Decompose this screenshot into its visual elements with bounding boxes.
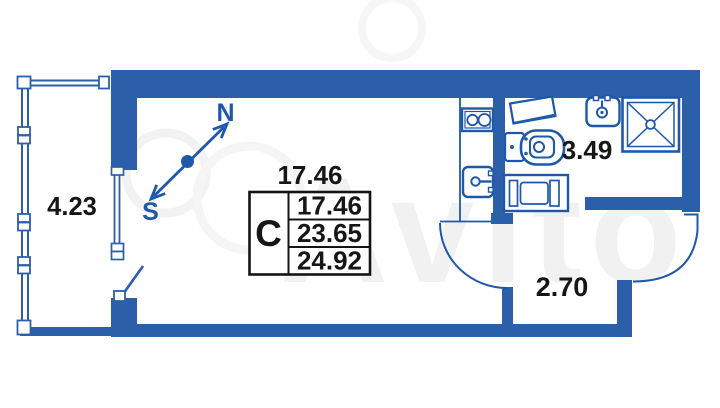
glazing-mullion (17, 134, 31, 145)
area-table-border (248, 190, 372, 276)
wall-right (682, 70, 700, 212)
kitchen (440, 98, 495, 223)
window-joint (110, 166, 125, 176)
balcony-window-and-door (110, 166, 145, 302)
total-area-cell: 23.65 (297, 218, 362, 248)
room-labels: 4.23 17.46 3.49 2.70 (47, 135, 612, 302)
room-type-cell: С (255, 213, 282, 254)
wall-left-upper (111, 70, 137, 170)
window-joint (110, 242, 125, 253)
balcony-glazing (16, 75, 110, 336)
walls (20, 70, 700, 337)
bathtub-icon (502, 173, 570, 213)
entry-door-swing-arc (632, 213, 699, 283)
living-area-label: 17.46 (277, 160, 342, 190)
living-area-cell: 17.46 (297, 191, 362, 221)
area-table: С 17.46 23.65 24.92 (248, 190, 372, 276)
compass-arrowhead-south (148, 184, 166, 202)
glazing-mullion (17, 264, 31, 275)
compass-pivot (181, 155, 194, 168)
wall-balcony-bottom (20, 327, 111, 336)
toilet-icon (503, 129, 566, 166)
bathroom-door-leaf (508, 95, 557, 125)
wall-bath-bottom (585, 197, 683, 210)
wall-bottom (111, 324, 632, 337)
glazing-corner (16, 319, 32, 336)
compass: N S (142, 99, 234, 226)
stove-icon (460, 107, 495, 133)
washbasin-icon (585, 94, 621, 128)
compass-south-label: S (142, 198, 159, 226)
compass-arrowhead-north (212, 121, 230, 139)
wall-bath-divider (493, 98, 505, 215)
glazing-corner (16, 75, 32, 90)
glazing-mullion (17, 221, 31, 232)
glazing-mullion (17, 213, 31, 223)
total-with-balcony-cell: 24.92 (297, 246, 362, 276)
glazing-mullion (17, 126, 31, 136)
bathroom (502, 94, 681, 213)
wall-entry-step (617, 280, 632, 326)
bathroom-area-label: 3.49 (562, 135, 613, 165)
window-joint (110, 250, 125, 261)
watermark-circle (358, 0, 426, 62)
kitchen-sink-icon (461, 165, 495, 199)
balcony-door-hinge (113, 290, 126, 302)
room-door-swing-arc (439, 222, 508, 289)
hallway-area-label: 2.70 (536, 272, 589, 302)
wall-hall-stub (502, 287, 513, 325)
wall-divider-foot (491, 213, 513, 224)
shower-icon (621, 96, 681, 153)
wall-left-lower (111, 298, 137, 326)
compass-north-label: N (216, 99, 234, 127)
glazing-mullion (17, 256, 31, 266)
balcony-area-label: 4.23 (47, 193, 97, 221)
door-swings (439, 213, 699, 289)
wall-top (111, 70, 700, 98)
glazing-joint (98, 75, 110, 90)
